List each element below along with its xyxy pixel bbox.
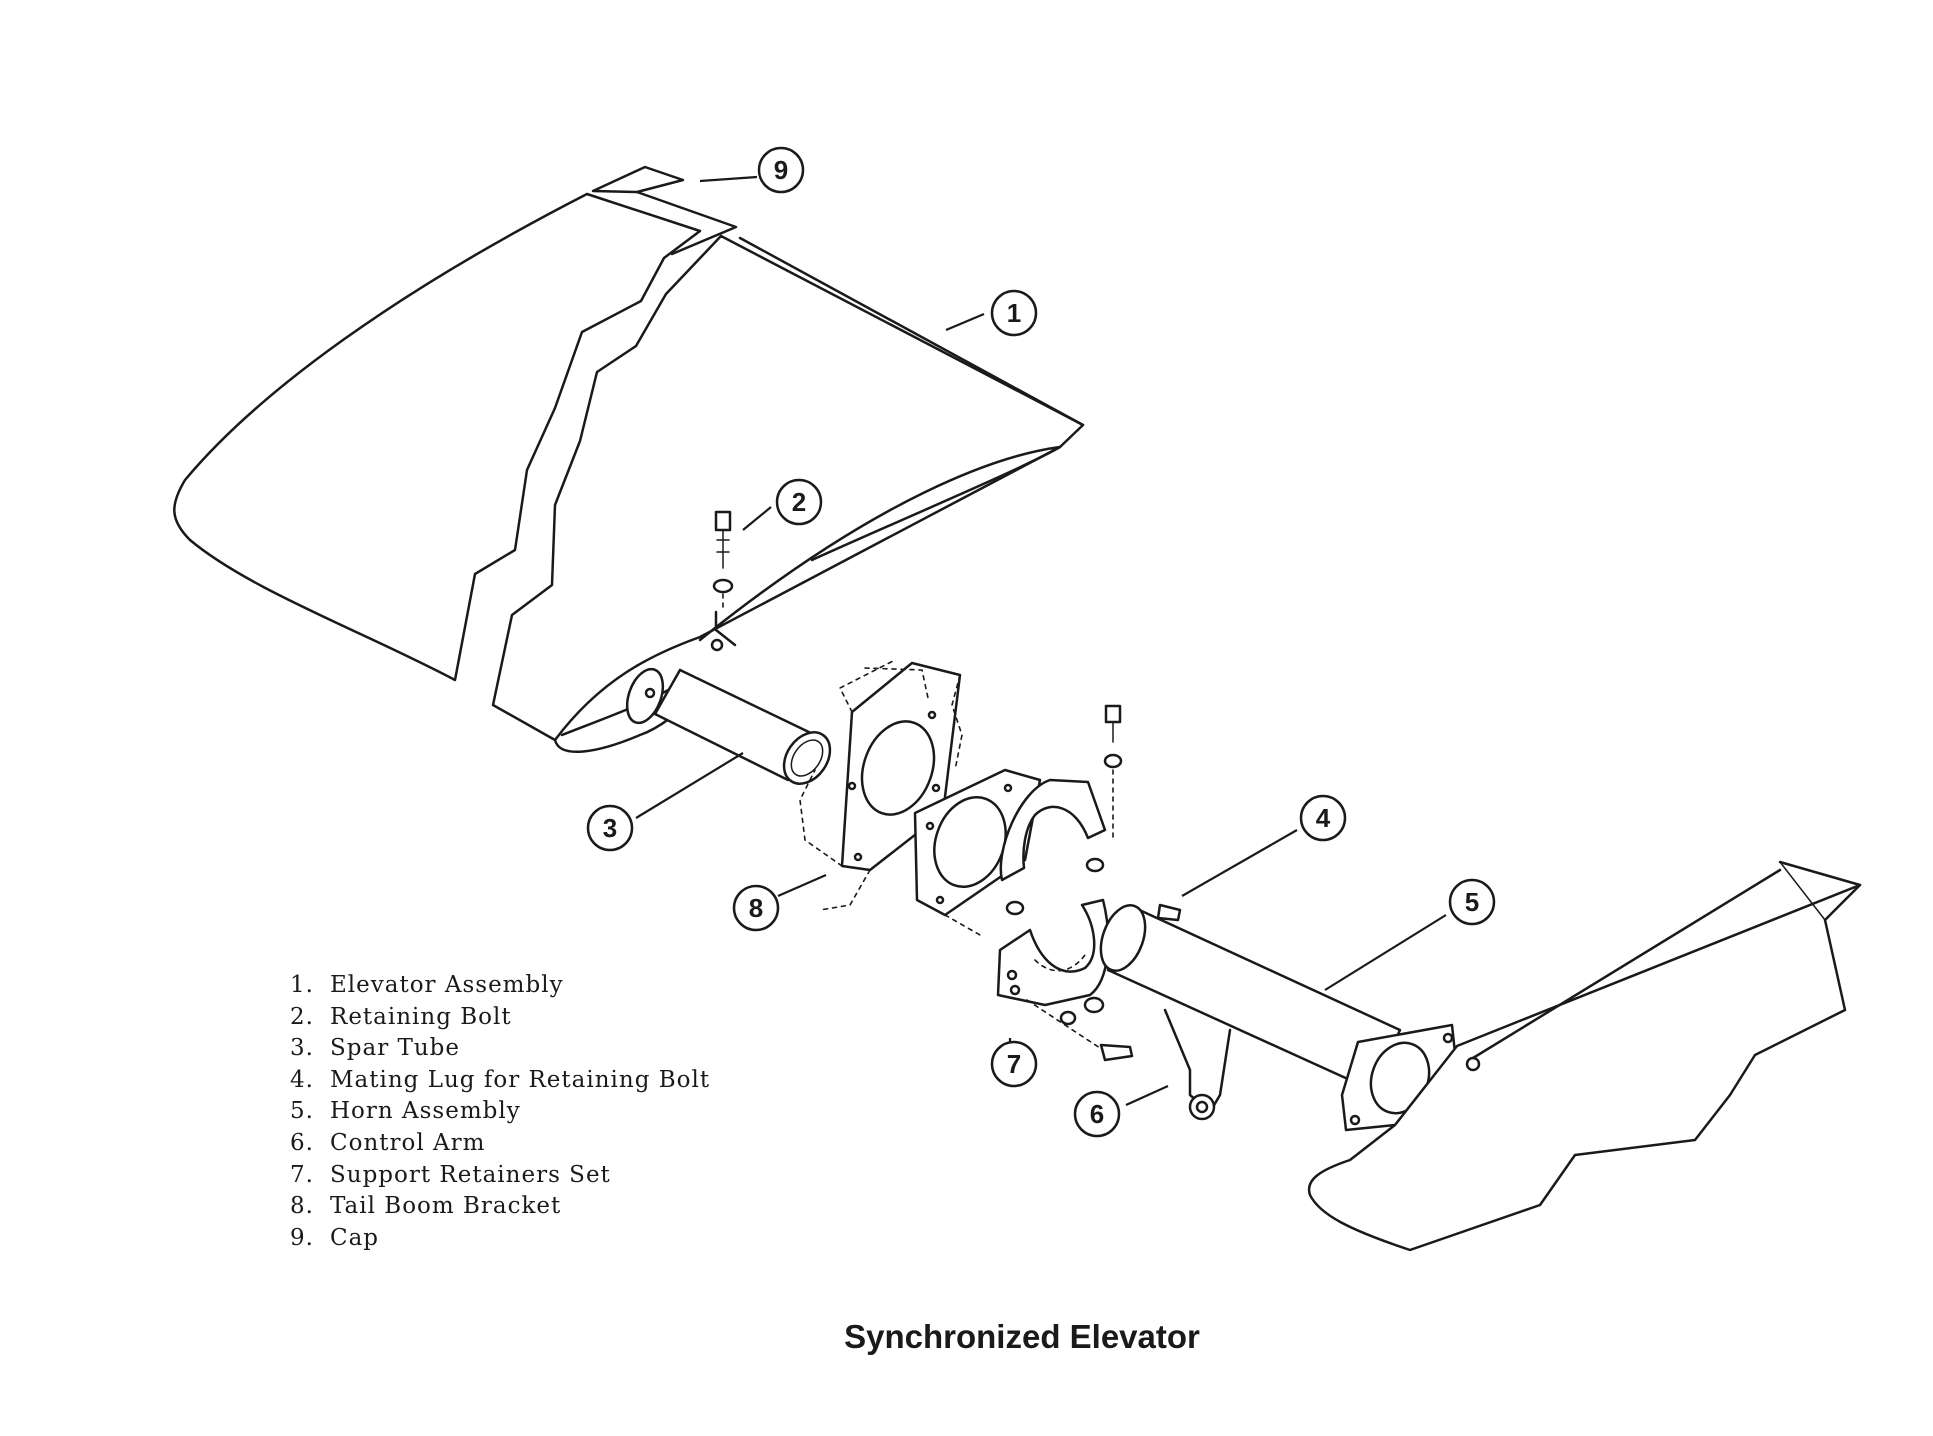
legend-item: 7. Support Retainers Set	[290, 1160, 710, 1192]
svg-text:3: 3	[603, 813, 617, 843]
diagram-drawing	[173, 165, 1862, 1252]
legend-label: Mating Lug for Retaining Bolt	[330, 1066, 711, 1093]
spar-tube-drawing	[653, 668, 832, 785]
legend-label: Cap	[330, 1224, 380, 1251]
legend-item: 4. Mating Lug for Retaining Bolt	[290, 1065, 710, 1097]
legend-label: Control Arm	[330, 1129, 486, 1156]
legend-item: 2. Retaining Bolt	[290, 1002, 710, 1034]
legend-label: Tail Boom Bracket	[330, 1193, 562, 1220]
legend-number: 6.	[290, 1129, 314, 1156]
svg-text:9: 9	[774, 155, 788, 185]
callout-7: 7	[990, 1038, 1038, 1088]
legend-item: 1. Elevator Assembly	[290, 970, 710, 1002]
retaining-bolt-drawing	[712, 510, 734, 613]
legend-label: Spar Tube	[330, 1035, 460, 1062]
callout-6: 6	[1073, 1084, 1169, 1138]
elevator-assembly-drawing	[173, 192, 1085, 753]
legend-item: 6. Control Arm	[290, 1128, 710, 1160]
legend-label: Support Retainers Set	[330, 1161, 611, 1188]
svg-text:5: 5	[1465, 887, 1479, 917]
legend-number: 7.	[290, 1161, 314, 1188]
legend-item: 5. Horn Assembly	[290, 1096, 710, 1128]
cap-drawing	[591, 165, 738, 256]
right-elevator-drawing	[1307, 860, 1862, 1252]
svg-text:8: 8	[749, 893, 763, 923]
legend-number: 9.	[290, 1224, 314, 1251]
legend-number: 3.	[290, 1035, 314, 1062]
legend-number: 2.	[290, 1003, 314, 1030]
svg-text:2: 2	[792, 487, 806, 517]
support-retainers-drawing	[996, 704, 1134, 1062]
callouts: 1 2 3 4 5 6 7	[586, 146, 1496, 1138]
legend-item: 9. Cap	[290, 1223, 710, 1255]
parts-legend: 1. Elevator Assembly 2. Retaining Bolt 3. S…	[290, 970, 710, 1254]
svg-text:4: 4	[1316, 803, 1331, 833]
legend-label: Retaining Bolt	[330, 1003, 512, 1030]
horn-assembly-drawing	[1099, 903, 1459, 1132]
legend-item: 3. Spar Tube	[290, 1033, 710, 1065]
callout-5: 5	[1324, 878, 1496, 991]
svg-text:6: 6	[1090, 1099, 1104, 1129]
callout-1: 1	[945, 289, 1038, 337]
legend-number: 8.	[290, 1193, 314, 1220]
callout-8: 8	[732, 873, 827, 932]
legend-number: 5.	[290, 1098, 314, 1125]
legend-number: 4.	[290, 1066, 314, 1093]
callout-9: 9	[699, 146, 805, 194]
svg-text:1: 1	[1007, 298, 1021, 328]
callout-2: 2	[742, 478, 823, 531]
diagram-caption: Synchronized Elevator	[844, 1318, 1200, 1355]
legend-label: Horn Assembly	[330, 1098, 521, 1125]
flange-plate-drawing	[913, 768, 1042, 936]
legend-number: 1.	[290, 972, 314, 998]
legend-item: 8. Tail Boom Bracket	[290, 1191, 710, 1223]
legend-label: Elevator Assembly	[330, 972, 564, 998]
svg-text:7: 7	[1007, 1049, 1021, 1079]
callout-4: 4	[1181, 794, 1347, 897]
callout-3: 3	[586, 752, 744, 852]
